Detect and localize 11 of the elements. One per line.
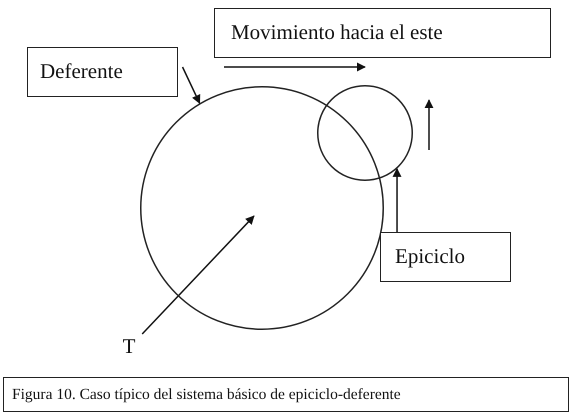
point-label: T — [122, 335, 136, 359]
box-label: Movimiento hacia el este — [231, 21, 443, 45]
box-label: Epiciclo — [395, 245, 465, 269]
label-box — [27, 47, 178, 97]
box-label: Deferente — [40, 60, 123, 84]
caption: Figura 10. Caso típico del sistema básico de epiciclo-deferente — [12, 386, 401, 404]
arrow — [142, 215, 255, 335]
label-box — [214, 8, 551, 58]
arrow — [182, 66, 200, 104]
label-box — [380, 232, 511, 282]
arrow — [392, 168, 402, 232]
